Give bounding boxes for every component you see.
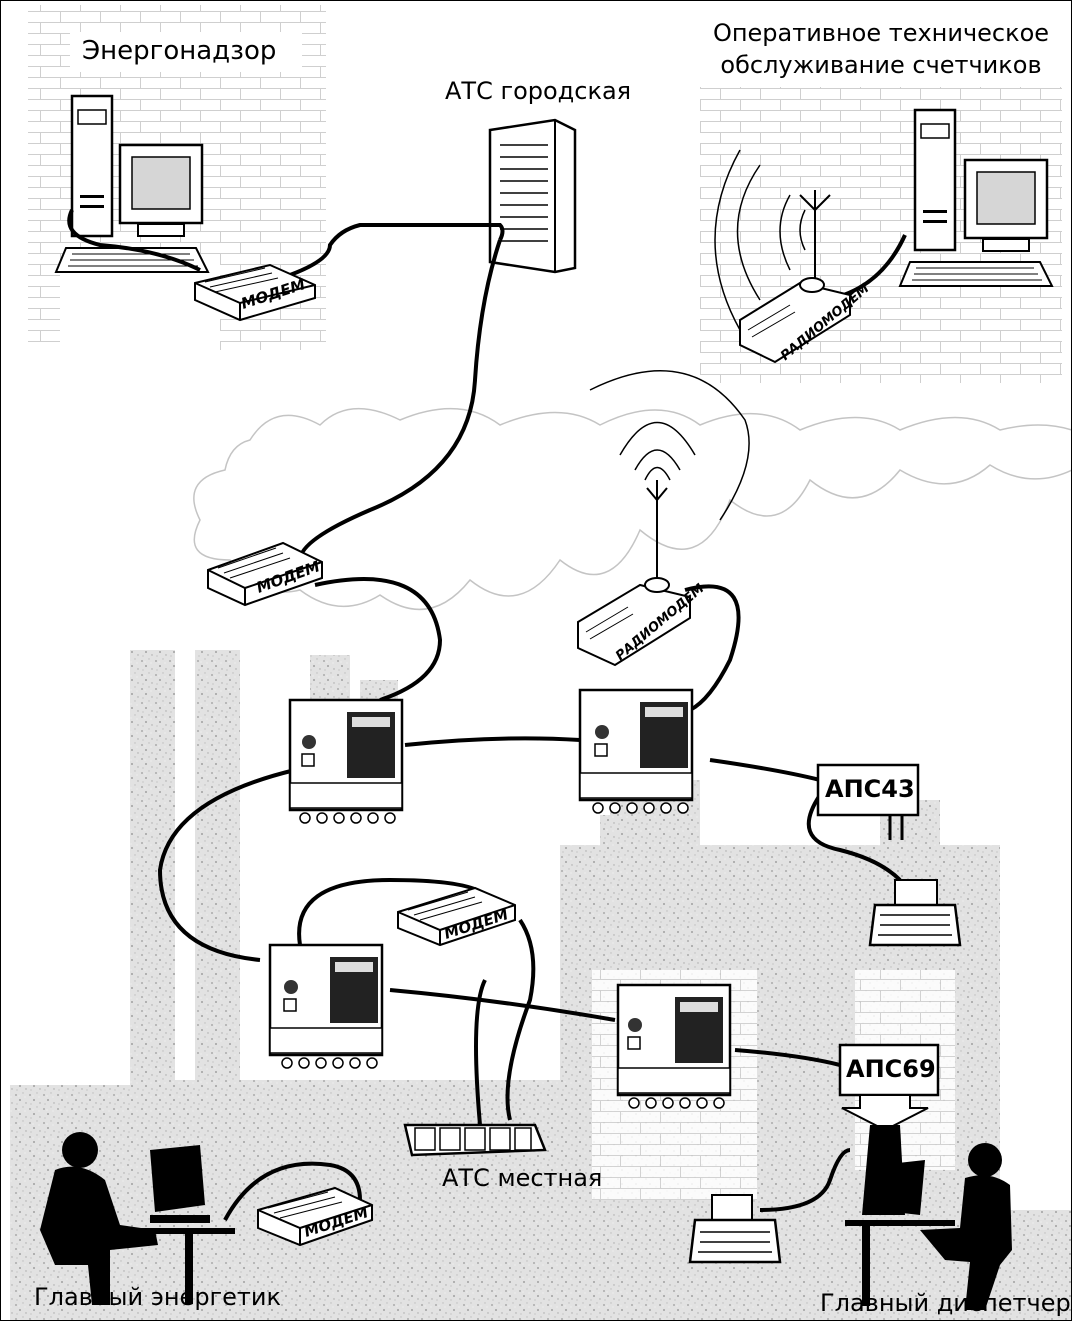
modem-shape-1 <box>194 263 316 322</box>
cloud-outline <box>193 407 1072 611</box>
printer-right <box>868 879 962 947</box>
controller-unit-1 <box>288 698 404 824</box>
chief-dispatcher-label: Главный диспетчер <box>820 1289 1071 1317</box>
controller-unit-3 <box>268 943 384 1069</box>
modem-shape-3 <box>397 886 516 947</box>
cables <box>157 223 907 1221</box>
service-label-line1: Оперативное техническое <box>712 19 1050 47</box>
aps43-box <box>816 763 920 817</box>
energonadzor-label: Энергонадзор <box>82 36 277 66</box>
radiomodem-shape-mid <box>577 370 750 667</box>
local-ats-unit <box>403 1123 547 1157</box>
modem-shape-4 <box>257 1186 373 1247</box>
chief-engineer-label: Главный энергетик <box>34 1283 282 1311</box>
service-office <box>700 5 1062 383</box>
modem-shape-2 <box>207 541 323 607</box>
city-ats-rack <box>488 118 577 274</box>
ats-city-label: АТС городская <box>445 77 632 105</box>
ats-local-label: АТС местная <box>442 1164 603 1192</box>
aps43-label: АПС43 <box>825 775 915 803</box>
chief-engineer-silhouette <box>40 1132 235 1305</box>
controller-unit-2 <box>578 688 694 814</box>
controller-unit-4 <box>616 983 732 1109</box>
chief-dispatcher-silhouette <box>845 1125 1012 1310</box>
printer-left <box>688 1194 782 1264</box>
factory-silhouette <box>10 650 1072 1321</box>
service-label-line2: обслуживание счетчиков <box>720 51 1042 79</box>
radiomodem-shape-top <box>739 277 851 364</box>
down-arrow-icon <box>841 1094 929 1132</box>
aps69-label: АПС69 <box>846 1055 936 1083</box>
